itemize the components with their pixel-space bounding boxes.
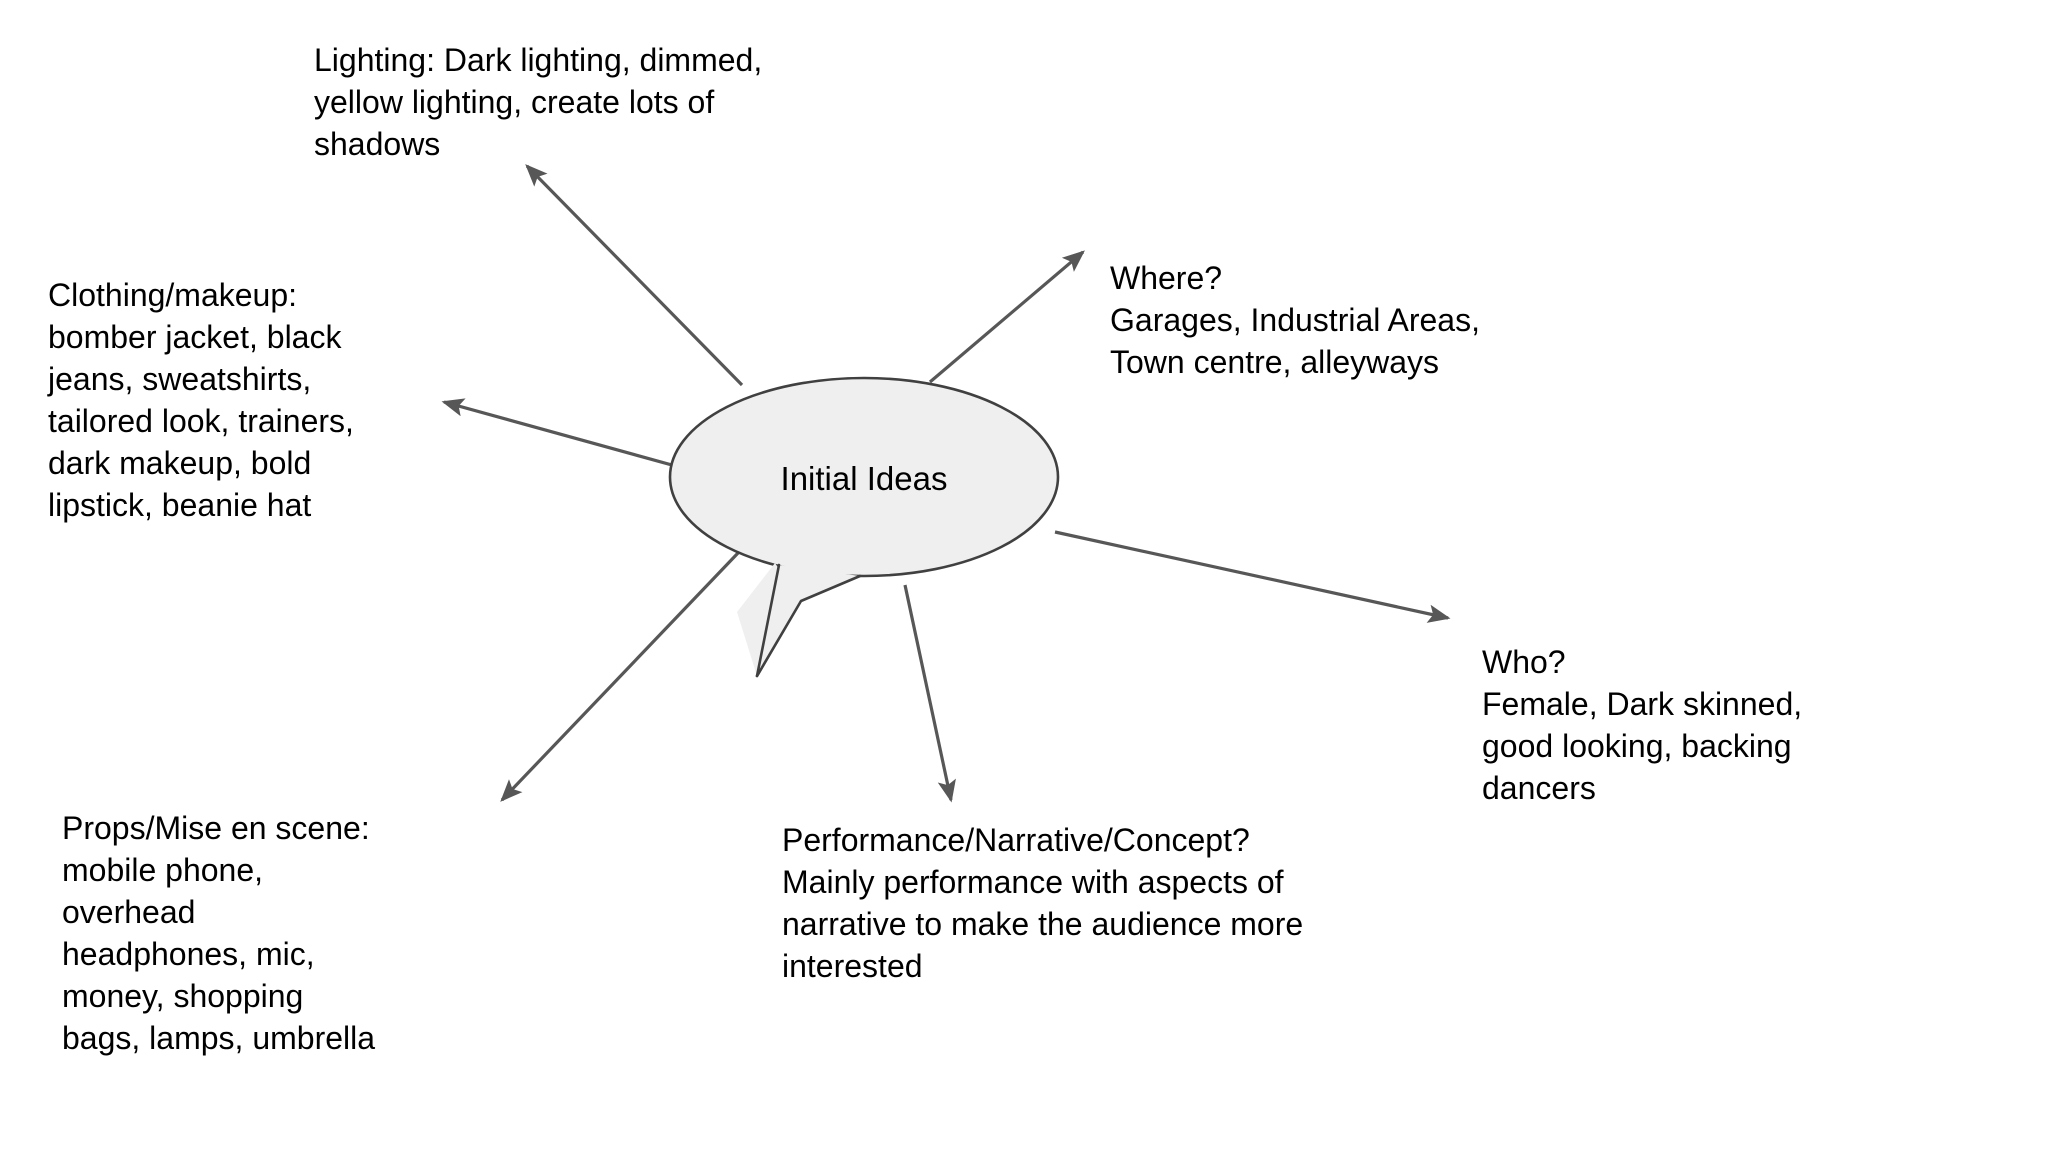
connector-clothing <box>441 398 691 472</box>
branch-label-lighting: Lighting: Dark lighting, dimmed, yellow … <box>314 42 763 162</box>
connector-lines <box>441 164 1451 803</box>
bubble-ellipse <box>668 376 1060 578</box>
branch-label-props: Props/Mise en scene: mobile phone, overh… <box>62 810 376 1056</box>
branch-label-clothing: Clothing/makeup: bomber jacket, black je… <box>48 277 354 523</box>
connector-where <box>928 250 1085 384</box>
connector-props <box>500 551 740 802</box>
center-bubble[interactable] <box>668 376 1060 678</box>
branch-label-where: Where? Garages, Industrial Areas, Town c… <box>1110 260 1480 380</box>
bubble-tail-outline <box>755 563 862 678</box>
branch-label-who: Who? Female, Dark skinned, good looking,… <box>1482 644 1803 806</box>
connector-lighting <box>525 164 744 387</box>
connector-performance <box>903 584 956 803</box>
branch-label-performance: Performance/Narrative/Concept? Mainly pe… <box>782 822 1304 984</box>
center-node-label: Initial Ideas <box>780 460 948 497</box>
connector-who <box>1054 530 1451 623</box>
